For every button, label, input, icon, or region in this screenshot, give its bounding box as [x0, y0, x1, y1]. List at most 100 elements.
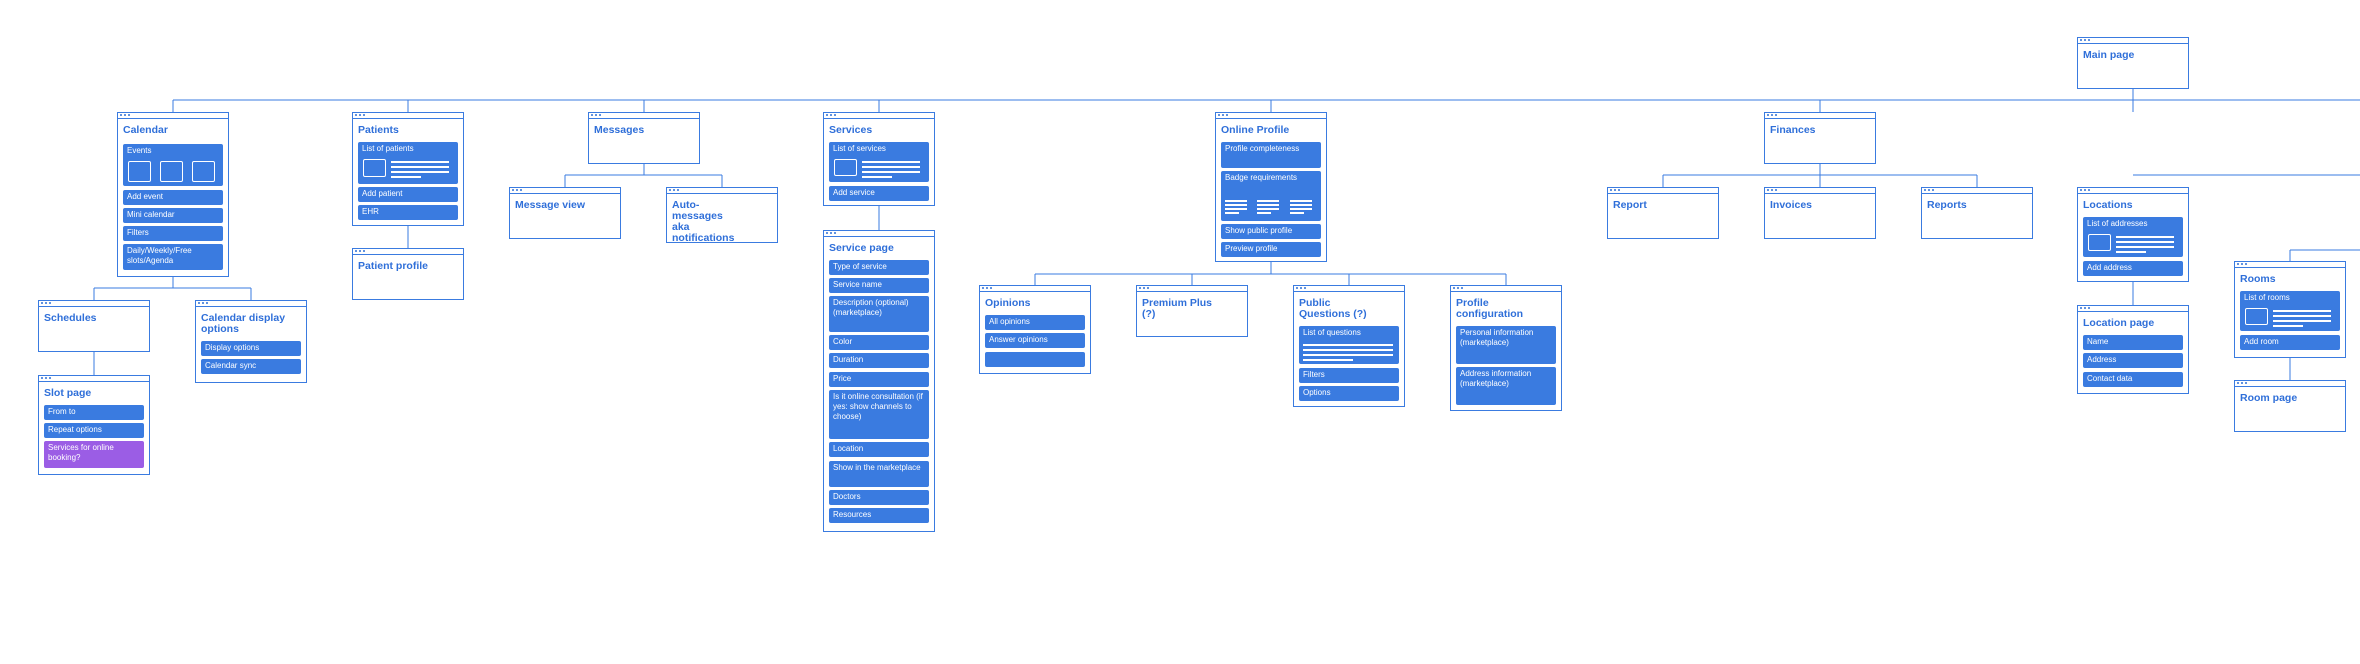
- card-title: Calendar display options: [201, 312, 286, 335]
- questions-list-panel[interactable]: List of questions: [1299, 326, 1399, 364]
- events-panel[interactable]: Events: [123, 144, 223, 186]
- answer-opinions-item[interactable]: Answer opinions: [985, 333, 1085, 348]
- card-title: Patient profile: [358, 260, 429, 272]
- window-dots-icon: [1767, 114, 1777, 118]
- online-profile-card[interactable]: Online Profile Profile completeness Badg…: [1215, 112, 1327, 262]
- window-dots-icon: [669, 189, 679, 193]
- report-card[interactable]: Report: [1607, 187, 1719, 239]
- auto-messages-card[interactable]: Auto-messages aka notifications: [666, 187, 778, 244]
- room-page-card[interactable]: Room page: [2234, 380, 2346, 432]
- messages-card[interactable]: Messages: [588, 112, 700, 164]
- text-line-icon: [391, 166, 449, 168]
- location-page-card[interactable]: Location page Name Address Contact data: [2077, 305, 2189, 394]
- thumbnail-icon: [363, 159, 386, 177]
- opinions-card[interactable]: Opinions All opinions Answer opinions: [979, 285, 1091, 374]
- add-address-item[interactable]: Add address: [2083, 261, 2183, 276]
- preview-profile-item[interactable]: Preview profile: [1221, 242, 1321, 257]
- addresses-list-panel[interactable]: List of addresses: [2083, 217, 2183, 257]
- services-list-panel[interactable]: List of services: [829, 142, 929, 182]
- add-room-item[interactable]: Add room: [2240, 335, 2340, 350]
- text-line-icon: [391, 161, 449, 163]
- window-dots-icon: [1453, 287, 1463, 291]
- empty-item[interactable]: [985, 352, 1085, 367]
- text-line-icon: [1303, 359, 1353, 361]
- service-name-item[interactable]: Service name: [829, 278, 929, 293]
- text-line-icon: [1290, 208, 1312, 210]
- all-opinions-item[interactable]: All opinions: [985, 315, 1085, 330]
- window-dots-icon: [2237, 382, 2247, 386]
- address-information-item[interactable]: Address information (marketplace): [1456, 367, 1556, 405]
- online-booking-services-item[interactable]: Services for online booking?: [44, 441, 144, 468]
- card-title: Main page: [2083, 49, 2135, 61]
- add-patient-item[interactable]: Add patient: [358, 187, 458, 202]
- public-questions-card[interactable]: Public Questions (?) List of questions F…: [1293, 285, 1405, 407]
- window-dots-icon: [826, 232, 836, 236]
- contact-data-item[interactable]: Contact data: [2083, 372, 2183, 387]
- message-view-card[interactable]: Message view: [509, 187, 621, 239]
- text-line-icon: [2116, 236, 2174, 238]
- card-title: Online Profile: [1221, 124, 1290, 136]
- window-dots-icon: [1218, 114, 1228, 118]
- window-dots-icon: [198, 302, 208, 306]
- text-line-icon: [1257, 204, 1279, 206]
- view-modes-item[interactable]: Daily/Weekly/Free slots/Agenda: [123, 244, 223, 270]
- service-page-card[interactable]: Service page Type of service Service nam…: [823, 230, 935, 532]
- card-title: Reports: [1927, 199, 1967, 211]
- service-type-item[interactable]: Type of service: [829, 260, 929, 275]
- card-title: Public Questions (?): [1299, 297, 1367, 320]
- main-page-card[interactable]: Main page: [2077, 37, 2189, 89]
- question-filters-item[interactable]: Filters: [1299, 368, 1399, 383]
- online-consultation-item[interactable]: Is it online consultation (if yes: show …: [829, 390, 929, 439]
- badge-requirements-panel[interactable]: Badge requirements: [1221, 171, 1321, 221]
- filters-item[interactable]: Filters: [123, 226, 223, 241]
- color-item[interactable]: Color: [829, 335, 929, 350]
- finances-card[interactable]: Finances: [1764, 112, 1876, 164]
- locations-card[interactable]: Locations List of addresses Add address: [2077, 187, 2189, 282]
- doctors-item[interactable]: Doctors: [829, 490, 929, 505]
- profile-configuration-card[interactable]: Profile configuration Personal informati…: [1450, 285, 1562, 411]
- patient-profile-card[interactable]: Patient profile: [352, 248, 464, 300]
- show-public-profile-item[interactable]: Show public profile: [1221, 224, 1321, 239]
- resources-item[interactable]: Resources: [829, 508, 929, 523]
- location-address-item[interactable]: Address: [2083, 353, 2183, 368]
- window-dots-icon: [2080, 307, 2090, 311]
- text-line-icon: [1225, 204, 1247, 206]
- window-dots-icon: [826, 114, 836, 118]
- services-card[interactable]: Services List of services Add service: [823, 112, 935, 206]
- add-service-item[interactable]: Add service: [829, 186, 929, 201]
- question-options-item[interactable]: Options: [1299, 386, 1399, 401]
- calendar-card[interactable]: Calendar Events Add event Mini calendar …: [117, 112, 229, 277]
- profile-completeness-item[interactable]: Profile completeness: [1221, 142, 1321, 168]
- from-to-item[interactable]: From to: [44, 405, 144, 420]
- slot-page-card[interactable]: Slot page From to Repeat options Service…: [38, 375, 150, 475]
- price-item[interactable]: Price: [829, 372, 929, 387]
- calendar-display-options-card[interactable]: Calendar display options Display options…: [195, 300, 307, 383]
- marketplace-visibility-item[interactable]: Show in the marketplace: [829, 461, 929, 487]
- calendar-sync-item[interactable]: Calendar sync: [201, 359, 301, 374]
- display-options-item[interactable]: Display options: [201, 341, 301, 356]
- location-name-item[interactable]: Name: [2083, 335, 2183, 350]
- schedules-card[interactable]: Schedules: [38, 300, 150, 352]
- rooms-list-panel[interactable]: List of rooms: [2240, 291, 2340, 331]
- text-line-icon: [2116, 241, 2174, 243]
- reports-card[interactable]: Reports: [1921, 187, 2033, 239]
- thumbnail-icon: [834, 159, 857, 176]
- description-item[interactable]: Description (optional) (marketplace): [829, 296, 929, 332]
- duration-item[interactable]: Duration: [829, 353, 929, 368]
- text-line-icon: [2273, 310, 2331, 312]
- text-line-icon: [1290, 204, 1312, 206]
- window-dots-icon: [512, 189, 522, 193]
- ehr-item[interactable]: EHR: [358, 205, 458, 220]
- personal-information-item[interactable]: Personal information (marketplace): [1456, 326, 1556, 364]
- mini-calendar-item[interactable]: Mini calendar: [123, 208, 223, 223]
- invoices-card[interactable]: Invoices: [1764, 187, 1876, 239]
- rooms-card[interactable]: Rooms List of rooms Add room: [2234, 261, 2346, 358]
- premium-plus-card[interactable]: Premium Plus (?): [1136, 285, 1248, 337]
- location-item[interactable]: Location: [829, 442, 929, 457]
- text-line-icon: [862, 171, 920, 173]
- patients-list-panel[interactable]: List of patients: [358, 142, 458, 184]
- card-title: Slot page: [44, 387, 92, 399]
- add-event-item[interactable]: Add event: [123, 190, 223, 205]
- repeat-options-item[interactable]: Repeat options: [44, 423, 144, 438]
- patients-card[interactable]: Patients List of patients Add patient EH…: [352, 112, 464, 226]
